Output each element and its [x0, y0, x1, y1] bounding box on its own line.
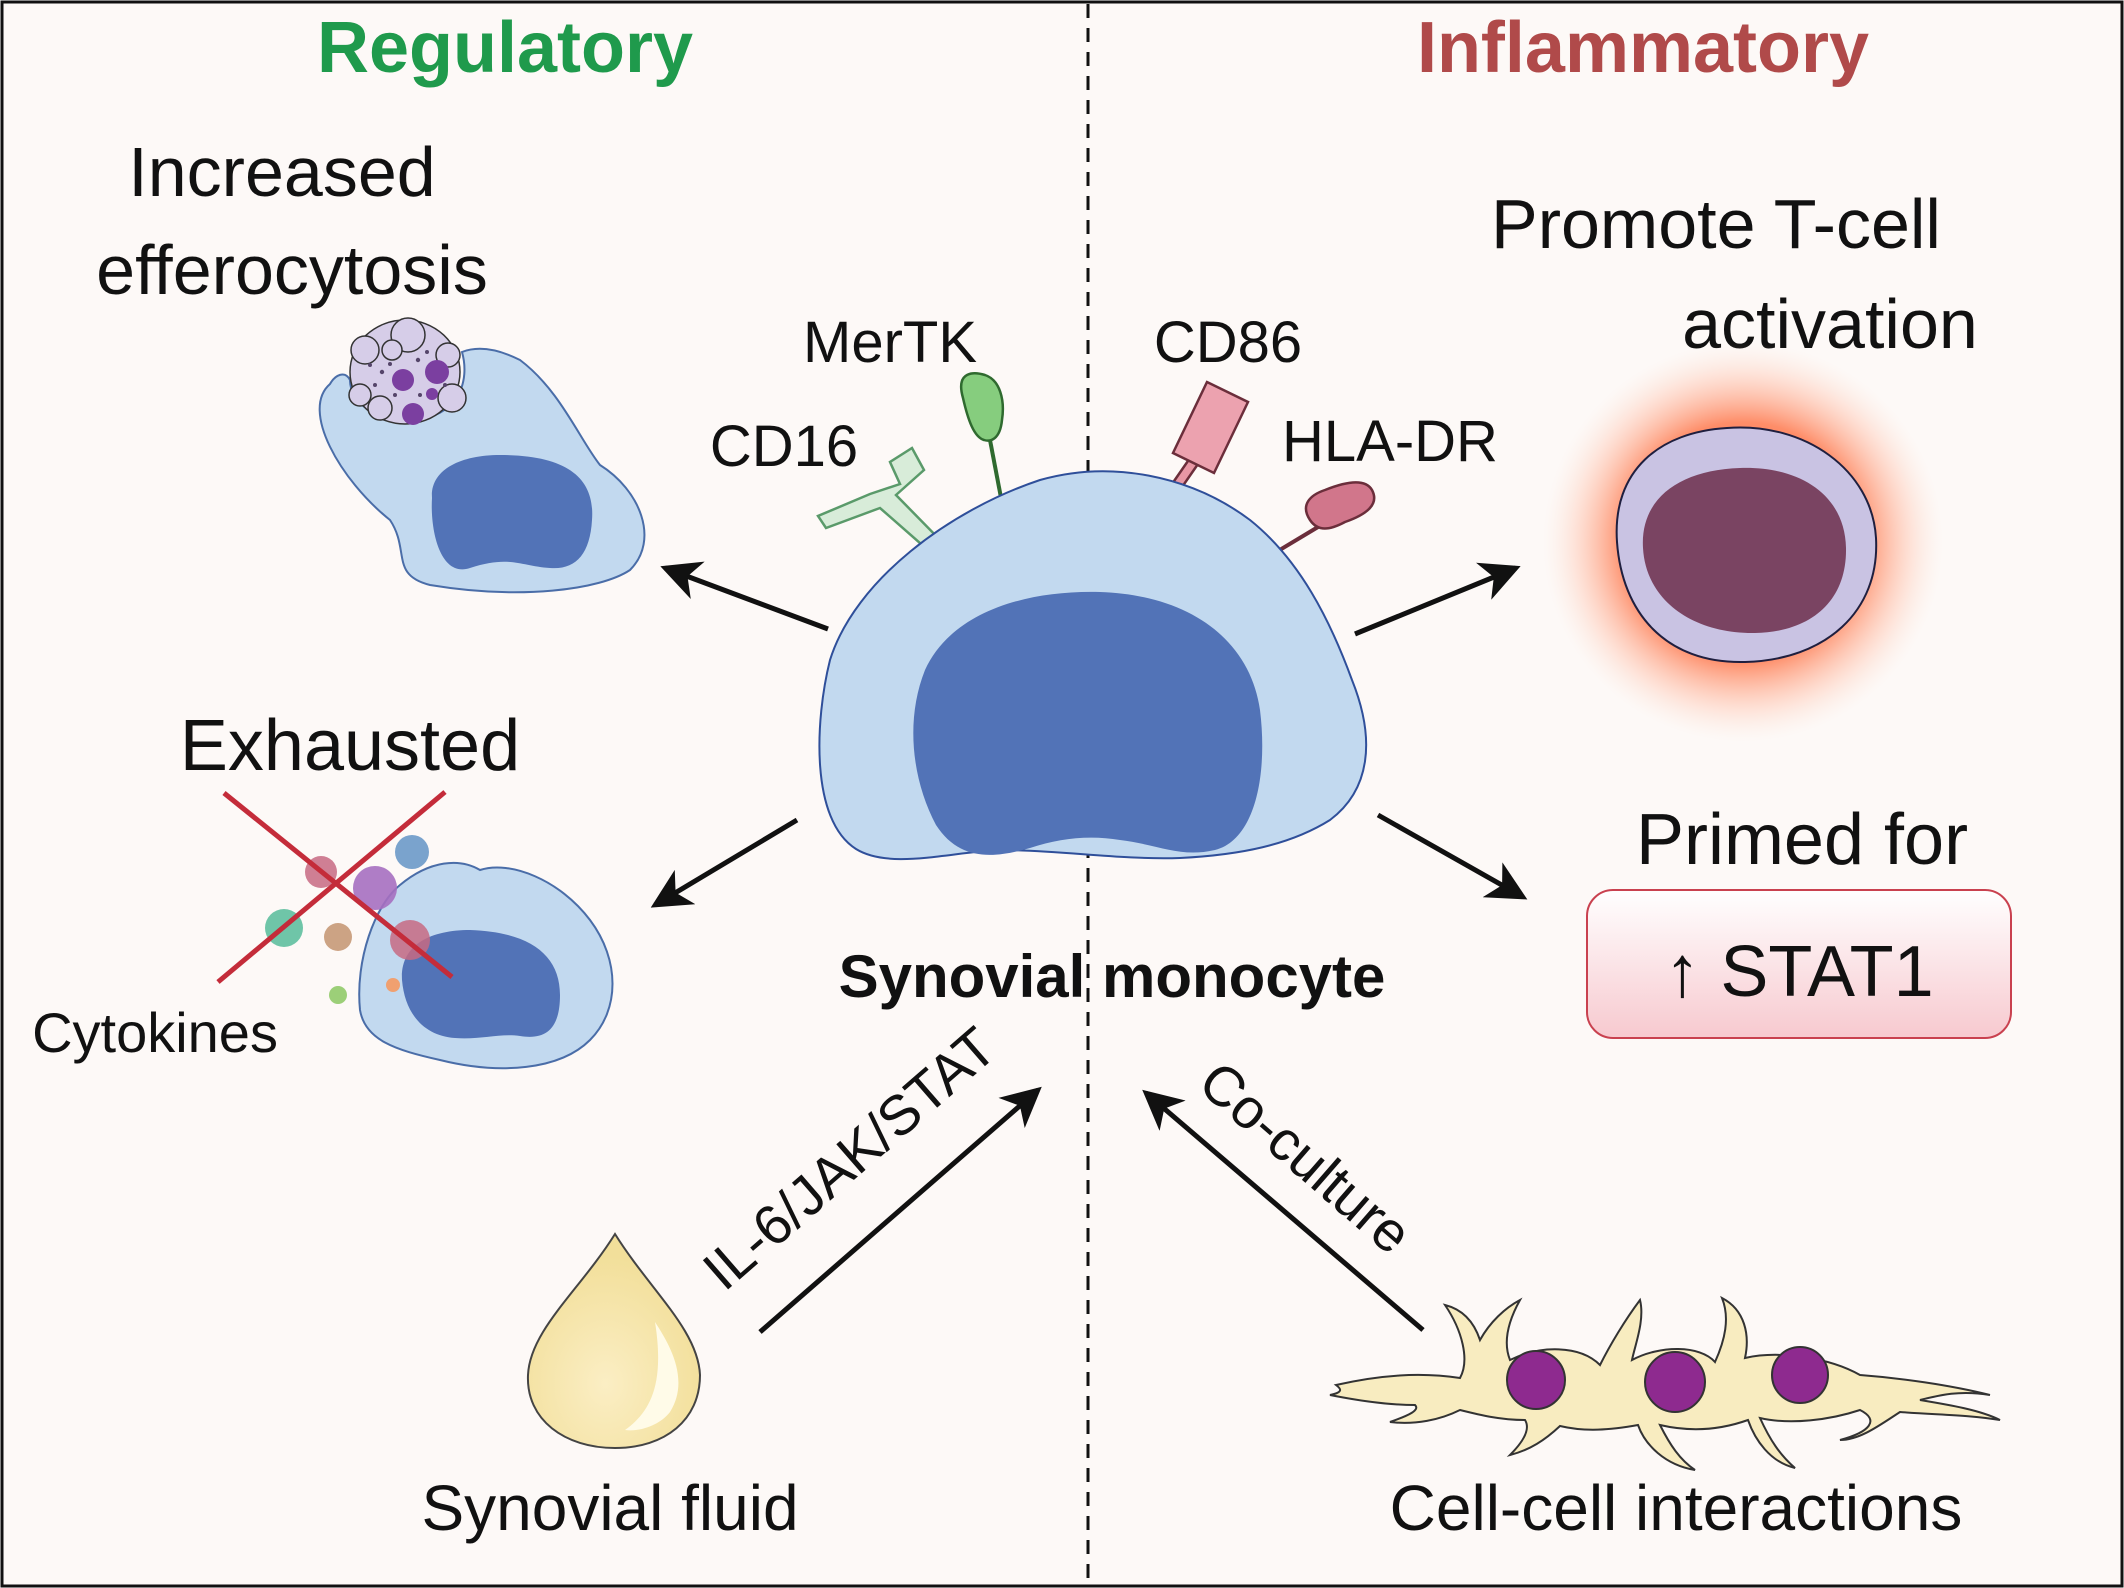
cd86-label: CD86: [1154, 310, 1302, 375]
exhausted-cell: [358, 861, 614, 1070]
primed-label: Primed for: [1636, 800, 1968, 880]
stat1-label: ↑ STAT1: [1664, 932, 1933, 1012]
activated-t-cell: [1543, 342, 1943, 742]
arrow-to-stat1: [1376, 812, 1528, 900]
cd16-receptor: [816, 446, 947, 560]
efferocytosis-label-line2: efferocytosis: [96, 231, 488, 309]
arrow-to-efferocytosis: [660, 561, 829, 632]
hladr-receptor: [1261, 481, 1376, 562]
tcell-label-line1: Promote T-cell: [1491, 185, 1941, 263]
monocyte-cell: [818, 470, 1368, 861]
cd16-label: CD16: [710, 414, 858, 479]
cell-cell-label: Cell-cell interactions: [1390, 1472, 1963, 1544]
hladr-label: HLA-DR: [1282, 409, 1498, 474]
cytokines-label: Cytokines: [32, 1001, 278, 1064]
arrow-to-tcell: [1354, 562, 1521, 637]
center-title: Synovial monocyte: [839, 943, 1386, 1010]
arrow-from-fibroblasts: [1142, 1089, 1425, 1332]
inflammatory-header: Inflammatory: [1417, 8, 1869, 88]
fibroblast-cells: [1329, 1295, 2001, 1471]
mertk-label: MerTK: [803, 310, 977, 375]
synovial-fluid-label: Synovial fluid: [421, 1472, 798, 1544]
arrow-from-fluid: [758, 1086, 1042, 1334]
apoptotic-cell: [348, 317, 467, 425]
stat1-box: [1586, 889, 2012, 1039]
efferocytosis-label-line1: Increased: [128, 133, 435, 211]
synovial-fluid-drop: [526, 1232, 702, 1450]
regulatory-header: Regulatory: [317, 8, 693, 88]
mertk-receptor: [959, 372, 1004, 504]
monocyte-receptors: [816, 372, 1376, 562]
exhausted-label: Exhausted: [180, 706, 520, 786]
arrow-to-exhausted: [650, 817, 799, 908]
red-cross: [216, 790, 454, 984]
efferocytic-cell: [318, 347, 646, 594]
